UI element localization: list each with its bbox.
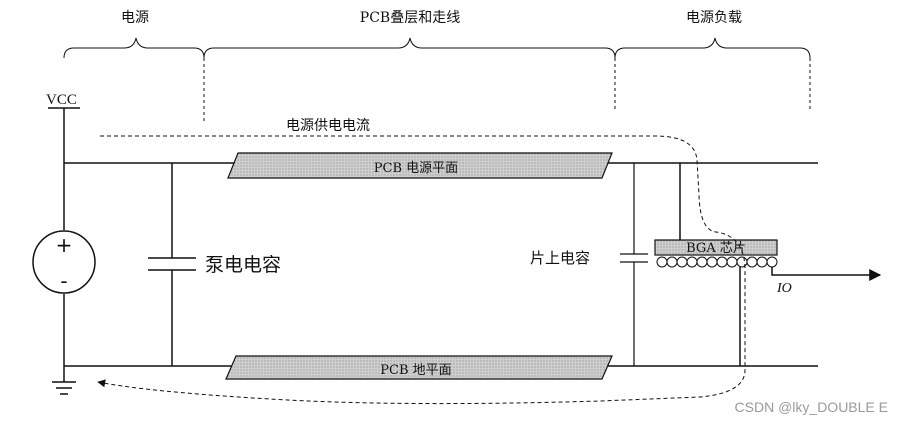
io-output-wire — [771, 267, 882, 281]
bga-chip-body — [654, 239, 778, 256]
section-label-power-source: 电源 — [121, 10, 149, 26]
source-minus-sign: - — [60, 269, 67, 293]
pcb-power-plane: PCB 电源平面 — [227, 152, 613, 179]
bulk-capacitor-symbol — [148, 163, 196, 366]
on-chip-capacitor-symbol — [620, 163, 648, 366]
section-label-pcb-stackup: PCB叠层和走线 — [360, 10, 460, 26]
supply-current-path — [97, 135, 746, 405]
brace-pcb-stackup — [203, 37, 616, 59]
brace-power-load — [614, 37, 811, 59]
bga-solder-balls — [656, 256, 778, 268]
bga-chip-label: BGA 芯片 — [686, 241, 746, 256]
watermark: CSDN @lky_DOUBLE E — [735, 399, 888, 415]
supply-current-label: 电源供电电流 — [286, 118, 370, 134]
pcb-ground-plane: PCB 地平面 — [225, 355, 613, 380]
brace-power-source — [63, 37, 205, 59]
voltage-source-circle — [32, 230, 96, 294]
source-plus-sign: + — [56, 233, 73, 257]
power-plane-label: PCB 电源平面 — [374, 161, 458, 176]
ground-icon — [52, 381, 76, 395]
bulk-capacitor-label: 泵电电容 — [205, 254, 281, 276]
on-chip-capacitor-label: 片上电容 — [530, 249, 590, 267]
ground-plane-label: PCB 地平面 — [380, 363, 451, 378]
io-label: IO — [776, 281, 792, 296]
vcc-label: VCC — [46, 92, 77, 108]
section-label-power-load: 电源负载 — [686, 10, 742, 26]
